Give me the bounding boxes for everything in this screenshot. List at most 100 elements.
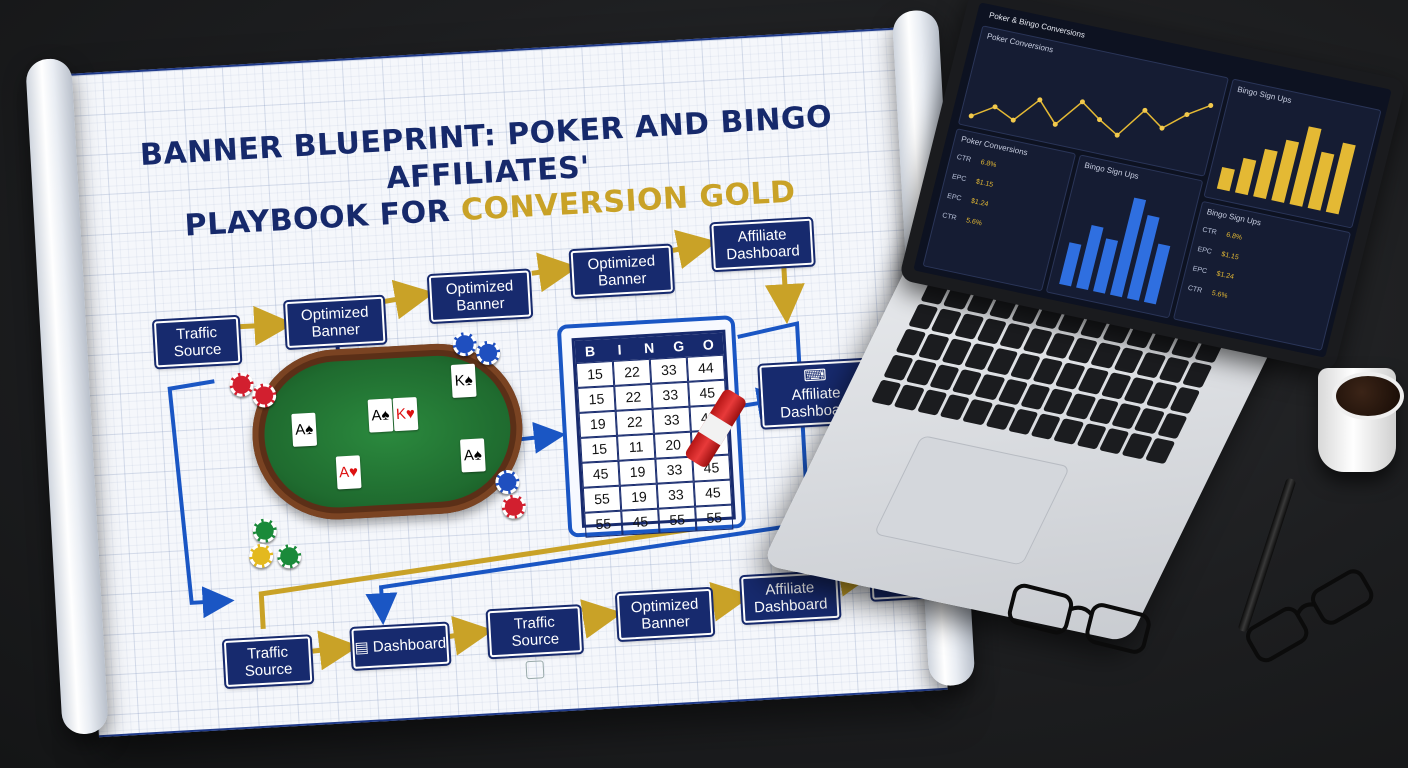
- bar: [1216, 166, 1235, 192]
- bingo-header-letter: N: [643, 339, 655, 357]
- metric-value: $1.24: [970, 197, 989, 209]
- poker-card: K♠: [450, 363, 477, 398]
- poker-card: A♥: [335, 455, 362, 490]
- bar: [1126, 215, 1160, 301]
- blueprint-logo-icon: [525, 660, 545, 680]
- line-point: [1079, 99, 1085, 105]
- bingo-cell: 33: [649, 356, 689, 384]
- node-optimized-banner-4: Optimized Banner: [614, 586, 716, 643]
- metric-row: CTR6.8%: [956, 154, 997, 169]
- panel-bingo-signups-2: Bingo Sign Ups: [1203, 78, 1382, 229]
- bingo-cell: 45: [581, 460, 620, 488]
- bar: [1093, 238, 1119, 294]
- metric-value: $1.15: [1220, 251, 1240, 262]
- line-point: [1142, 107, 1148, 113]
- line-points: [968, 97, 1214, 138]
- bar: [1289, 126, 1322, 207]
- bingo-cell: 45: [621, 508, 660, 536]
- bar: [1307, 151, 1335, 211]
- line-point: [1052, 121, 1058, 127]
- bingo-cell: 55: [582, 485, 622, 513]
- bar: [1076, 225, 1104, 290]
- metric-row: CTR 5.6%: [1187, 285, 1228, 300]
- bar: [1325, 142, 1356, 215]
- bingo-cell: 15: [577, 385, 616, 413]
- bingo-cell: 15: [580, 435, 619, 463]
- bingo-cell: 15: [575, 360, 615, 388]
- metric-row: CTR6.8%: [1202, 227, 1243, 242]
- poker-card: A♠: [459, 438, 486, 473]
- line-point: [968, 113, 974, 119]
- dashboard-small-icon: ▤: [354, 639, 370, 658]
- eyeglasses-icon-2: [1246, 569, 1374, 663]
- bar: [1234, 157, 1257, 196]
- node-affiliate-dashboard-1: Affiliate Dashboard: [709, 216, 816, 273]
- line-point: [1114, 132, 1120, 138]
- node-dashboard-label: Dashboard: [372, 635, 447, 657]
- bingo-header-letter: O: [702, 336, 715, 353]
- metric-row: EPC$1.24: [1192, 265, 1235, 281]
- bingo-cell: 33: [651, 381, 690, 409]
- line-point: [1010, 117, 1016, 123]
- laptop-screen: Poker & Bingo Conversions Poker Conversi…: [898, 0, 1407, 372]
- bar: [1059, 242, 1082, 287]
- metric-value: 5.6%: [965, 217, 983, 228]
- metric-label: EPC: [946, 192, 963, 203]
- laptop-display: Poker & Bingo Conversions Poker Conversi…: [913, 2, 1392, 358]
- panel-bingo-signups-1: Bingo Sign Ups: [1045, 154, 1204, 319]
- node-affiliate-dashboard-3: Affiliate Dashboard: [739, 569, 842, 626]
- line-point: [992, 104, 998, 110]
- bar: [1253, 148, 1278, 199]
- node-optimized-banner-1: Optimized Banner: [282, 294, 388, 351]
- node-optimized-banner-2: Optimized Banner: [426, 268, 534, 325]
- bingo-cell: 33: [656, 481, 696, 509]
- bingo-header-letter: G: [672, 337, 685, 355]
- bingo-cell: 55: [584, 510, 623, 538]
- poker-card: K♥: [392, 396, 419, 432]
- poker-line-chart: [968, 97, 1214, 138]
- laptop-trackpad: [873, 434, 1071, 566]
- metric-value: 5.6%: [1210, 289, 1229, 301]
- bar: [1271, 139, 1300, 203]
- metric-label: CTR: [955, 153, 972, 164]
- node-traffic-source-3: Traffic Source: [485, 603, 585, 660]
- coffee-surface: [1332, 372, 1404, 420]
- line-series: [970, 98, 1211, 137]
- bingo-cell: 45: [693, 479, 733, 507]
- bar: [1143, 243, 1171, 305]
- bingo-cell: 33: [652, 406, 691, 434]
- metric-row: EPC$1.15: [951, 173, 994, 189]
- panel-poker-conversions-chart: Poker Conversions: [957, 25, 1229, 177]
- metric-label: CTR: [1186, 284, 1203, 295]
- line-point: [1208, 102, 1214, 108]
- line-point: [1037, 97, 1043, 103]
- bingo-cell: 55: [658, 506, 697, 534]
- node-optimized-banner-3: Optimized Banner: [568, 243, 676, 300]
- node-traffic-source-top: Traffic Source: [151, 314, 243, 370]
- line-point: [1184, 112, 1190, 118]
- bingo-cell: 22: [614, 383, 653, 411]
- poker-table: A♠ A♥ K♥ A♠ K♠ A♠: [247, 339, 527, 525]
- metric-row: CTR5.6%: [941, 212, 982, 227]
- poker-felt: A♠ A♥ K♥ A♠ K♠ A♠: [260, 351, 515, 512]
- bingo-bar-chart-gold: [1216, 126, 1356, 215]
- bingo-bar-chart-blue: [1059, 197, 1171, 305]
- poker-card: A♠: [367, 398, 394, 433]
- bingo-header-letter: B: [584, 342, 596, 360]
- bar: [1110, 197, 1147, 298]
- node-dashboard: ▤ Dashboard: [349, 621, 452, 672]
- panel-label: Bingo Sign Ups: [1205, 207, 1262, 228]
- bingo-cell: 55: [695, 504, 734, 532]
- blueprint-scroll: BANNER BLUEPRINT: POKER AND BINGO AFFILI…: [21, 9, 988, 756]
- dashboard-icon: ⌨: [802, 366, 827, 385]
- metric-row: EPC $1.24: [946, 193, 989, 209]
- bingo-header-letter: I: [617, 341, 622, 358]
- bingo-cell: 44: [686, 354, 726, 382]
- line-point: [1159, 125, 1165, 131]
- metric-value: 6.8%: [1225, 231, 1243, 242]
- bingo-cell: 19: [618, 458, 657, 486]
- metric-value: $1.15: [974, 178, 994, 189]
- metric-row: EPC$1.15: [1197, 246, 1240, 262]
- node-traffic-source-2: Traffic Source: [221, 634, 315, 690]
